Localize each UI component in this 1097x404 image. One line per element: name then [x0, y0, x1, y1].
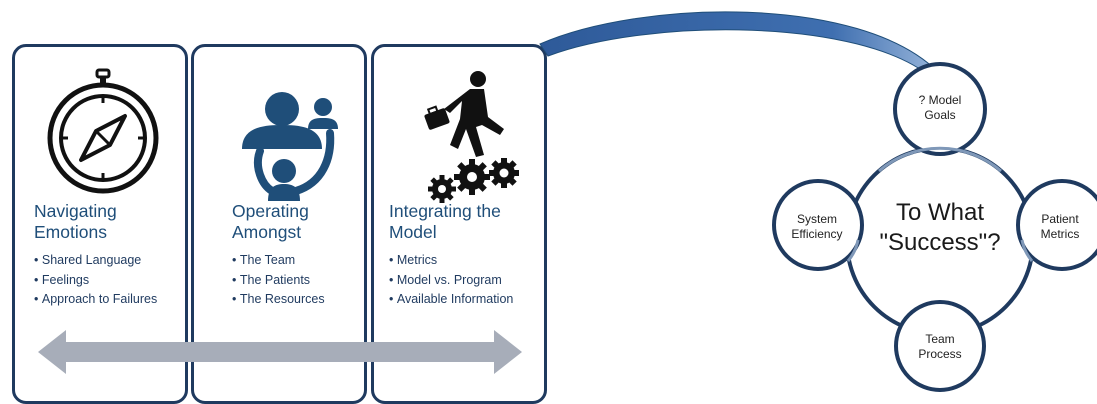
- bullet-list: The Team The Patients The Resources: [232, 251, 325, 310]
- people-group-icon: [242, 92, 338, 201]
- list-item: Shared Language: [34, 251, 157, 271]
- panel-title: Navigating Emotions: [34, 201, 117, 242]
- bullet-list: Metrics Model vs. Program Available Info…: [389, 251, 514, 310]
- cycle-center-label: To What "Success"?: [879, 199, 1001, 256]
- panel-integrating-the-model: Integrating the Model Metrics Model vs. …: [371, 44, 547, 404]
- bullet-list: Shared Language Feelings Approach to Fai…: [34, 251, 157, 310]
- panel-title: Operating Amongst: [232, 201, 309, 242]
- center-overlap-top: [878, 146, 1002, 173]
- list-item: Metrics: [389, 251, 513, 271]
- cycle-right-label: Patient Metrics: [1040, 212, 1080, 241]
- center-overlap-right: [1020, 239, 1034, 262]
- center-overlap-left: [846, 239, 860, 262]
- cycle-left-label: System Efficiency: [791, 212, 843, 241]
- list-item: The Team: [232, 251, 325, 271]
- cycle-top-label: ? Model Goals: [918, 93, 962, 122]
- curved-arrow: [539, 11, 959, 93]
- businessman-gears-icon: [424, 71, 519, 203]
- list-item: Available Information: [389, 290, 514, 310]
- list-item: The Patients: [232, 271, 325, 291]
- list-item: The Resources: [232, 290, 325, 310]
- panel-navigating-emotions: Navigating Emotions Shared Language Feel…: [12, 44, 188, 404]
- panel-operating-amongst: Operating Amongst The Team The Patients …: [191, 44, 367, 404]
- cycle-bottom-label: Team Process: [918, 332, 962, 361]
- list-item: Approach to Failures: [34, 290, 157, 310]
- list-item: Model vs. Program: [389, 271, 513, 291]
- panel-title: Integrating the Model: [389, 201, 501, 242]
- compass-icon: [47, 68, 159, 194]
- list-item: Feelings: [34, 271, 157, 291]
